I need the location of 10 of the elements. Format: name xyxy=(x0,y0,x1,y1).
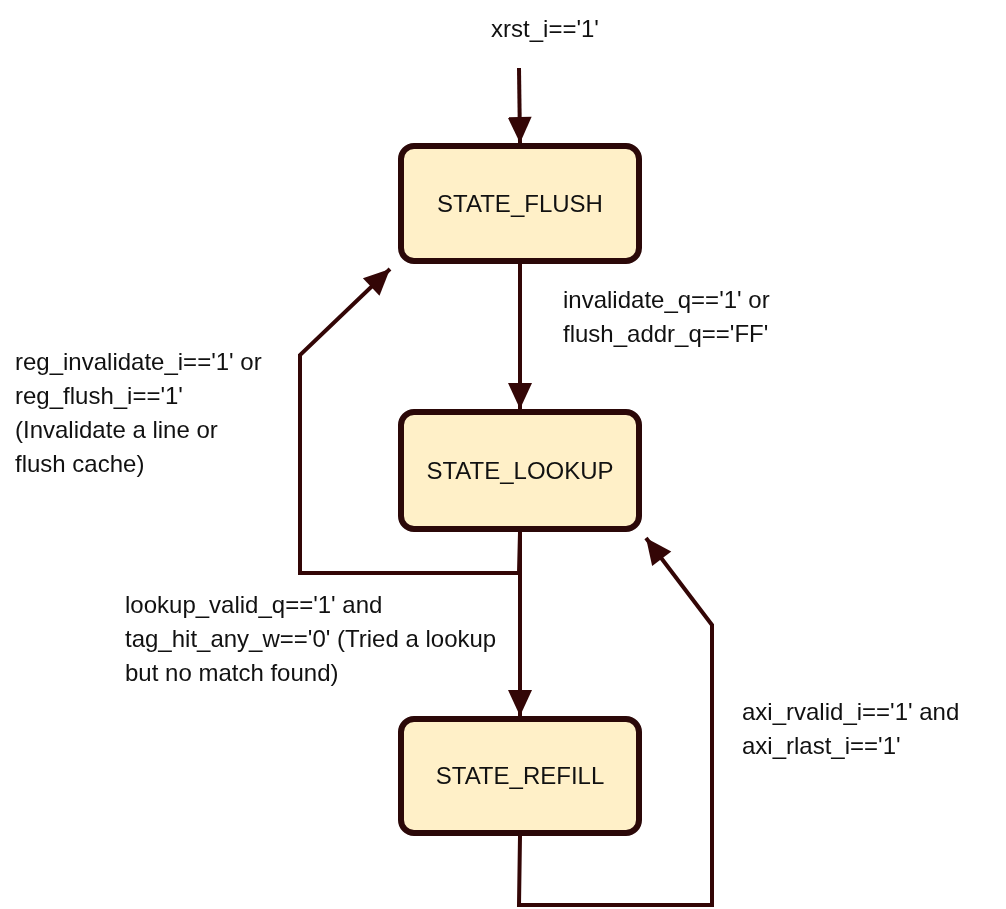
state-name: STATE_FLUSH xyxy=(437,189,603,218)
state-box xyxy=(398,716,642,836)
arrow xyxy=(507,67,532,144)
state-name: STATE_LOOKUP xyxy=(426,456,614,485)
state-box xyxy=(398,409,642,532)
arrow xyxy=(508,532,532,716)
arrow xyxy=(508,264,532,409)
state-name: STATE_REFILL xyxy=(435,762,605,790)
arrow xyxy=(516,536,714,907)
state-box xyxy=(398,143,642,264)
